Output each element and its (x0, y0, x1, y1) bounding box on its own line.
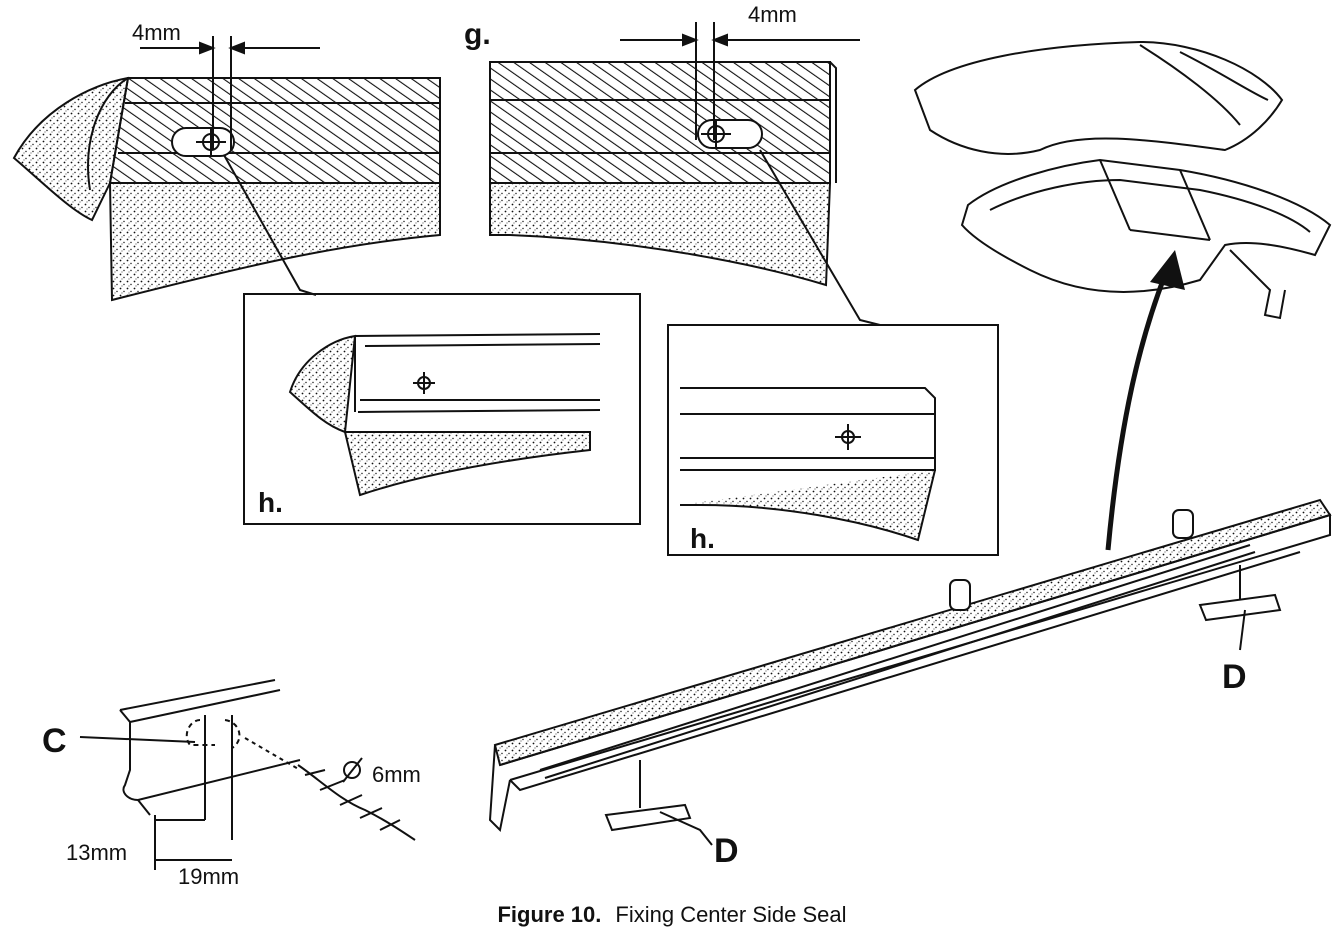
detail-h-left (243, 293, 641, 525)
dim-diameter: 6mm (372, 762, 421, 787)
curved-arrow (1105, 250, 1185, 551)
figure-number: Figure 10. (497, 902, 602, 927)
middle-seal-strip (489, 61, 881, 326)
detail-h-right (667, 324, 999, 556)
part-c-label: C (42, 722, 67, 760)
dim-4mm-right-lines (620, 22, 860, 140)
dim-4mm-left-lines (140, 36, 320, 150)
part-d-lower-label: D (714, 832, 739, 870)
dim-4mm-left: 4mm (132, 20, 181, 45)
dim-19mm: 19mm (178, 864, 239, 889)
step-h-left-label: h. (258, 487, 283, 518)
convertible-top-assembly (913, 40, 1332, 320)
left-seal-strip (12, 76, 441, 302)
dim-4mm-right: 4mm (748, 2, 797, 27)
figure-caption: Figure 10. Fixing Center Side Seal (0, 902, 1344, 928)
channel-drill-detail (79, 679, 416, 870)
part-d-right-label: D (1222, 658, 1247, 696)
step-h-right-label: h. (690, 523, 715, 554)
figure-title: Fixing Center Side Seal (615, 902, 847, 927)
side-seal-rail (488, 498, 1332, 846)
step-g-label: g. (464, 18, 491, 51)
dim-13mm: 13mm (66, 840, 127, 865)
